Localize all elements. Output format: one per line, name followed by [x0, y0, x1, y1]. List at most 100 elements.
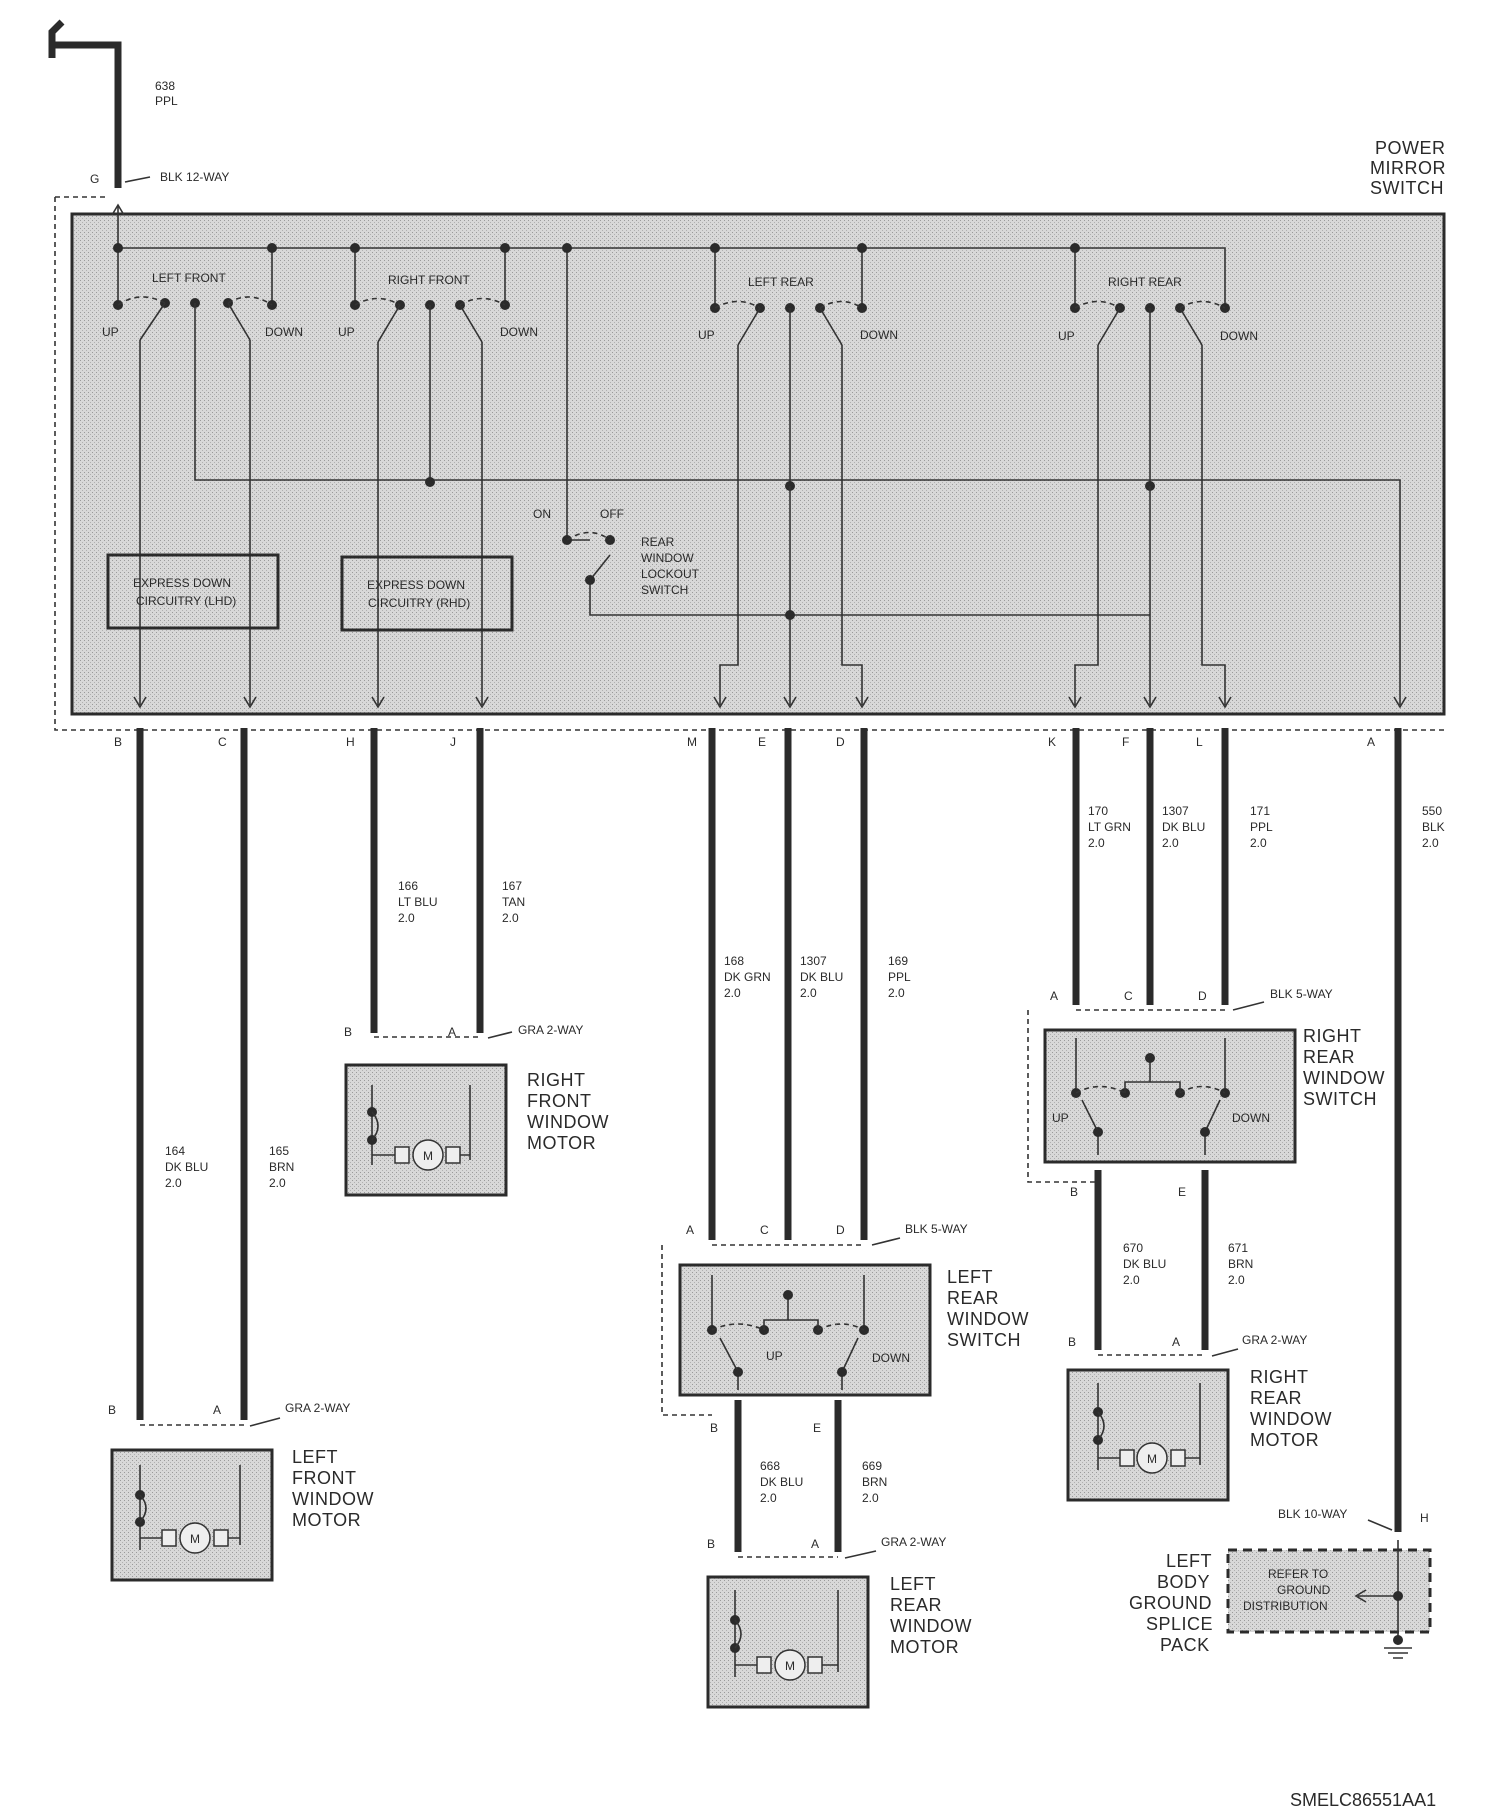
- lr-window-switch: UP DOWN: [678, 1263, 932, 1397]
- lr-switch-down: DOWN: [872, 1351, 910, 1365]
- section-left-rear: LEFT REAR: [748, 275, 814, 289]
- svg-text:H: H: [1420, 1511, 1429, 1525]
- svg-text:BRN: BRN: [269, 1160, 294, 1174]
- rr-blk-5-way: BLK 5-WAY: [1270, 987, 1333, 1001]
- ground-ref-line3: DISTRIBUTION: [1243, 1599, 1328, 1613]
- svg-text:2.0: 2.0: [1123, 1273, 1140, 1287]
- svg-text:E: E: [1178, 1185, 1186, 1199]
- svg-text:2.0: 2.0: [888, 986, 905, 1000]
- harness-wires: [136, 728, 1402, 1552]
- lockout-on: ON: [533, 507, 551, 521]
- svg-text:REAR: REAR: [641, 535, 675, 549]
- svg-text:C: C: [760, 1223, 769, 1237]
- rr-window-switch-label: RIGHT REAR WINDOW SWITCH: [1303, 1026, 1384, 1109]
- svg-text:LEFT: LEFT: [292, 1447, 338, 1467]
- svg-text:2.0: 2.0: [1228, 1273, 1245, 1287]
- svg-text:2.0: 2.0: [1088, 836, 1105, 850]
- svg-text:B: B: [710, 1421, 718, 1435]
- rr-switch-up: UP: [1052, 1111, 1069, 1125]
- lf-up-label: UP: [102, 325, 119, 339]
- svg-text:SWITCH: SWITCH: [1370, 178, 1444, 198]
- svg-text:550: 550: [1422, 804, 1442, 818]
- svg-text:POWER: POWER: [1375, 138, 1446, 158]
- lr-window-motor-label: LEFT REAR WINDOW MOTOR: [890, 1574, 972, 1657]
- svg-text:A: A: [811, 1537, 819, 1551]
- rf-gra-2-way: GRA 2-WAY: [518, 1023, 583, 1037]
- svg-text:2.0: 2.0: [165, 1176, 182, 1190]
- svg-text:BRN: BRN: [862, 1475, 887, 1489]
- lr-window-switch-label: LEFT REAR WINDOW SWITCH: [947, 1267, 1028, 1350]
- svg-text:2.0: 2.0: [862, 1491, 879, 1505]
- svg-text:2.0: 2.0: [1162, 836, 1179, 850]
- svg-text:FRONT: FRONT: [527, 1091, 592, 1111]
- rr-up-label: UP: [1058, 329, 1075, 343]
- mirror-switch-pins: B C H J M E D K F L A: [114, 735, 1375, 749]
- svg-text:DK BLU: DK BLU: [800, 970, 843, 984]
- svg-text:MIRROR: MIRROR: [1370, 158, 1446, 178]
- svg-text:2.0: 2.0: [269, 1176, 286, 1190]
- svg-text:SPLICE: SPLICE: [1146, 1614, 1213, 1634]
- svg-text:2.0: 2.0: [800, 986, 817, 1000]
- svg-text:E: E: [758, 735, 766, 749]
- mirror-switch-internal-wiring: [111, 203, 1407, 709]
- rf-window-motor-label: RIGHT FRONT WINDOW MOTOR: [527, 1070, 608, 1153]
- svg-text:BRN: BRN: [1228, 1257, 1253, 1271]
- svg-text:2.0: 2.0: [398, 911, 415, 925]
- svg-text:B: B: [344, 1025, 352, 1039]
- document-id: SMELC86551AA1: [1290, 1790, 1436, 1810]
- svg-text:2.0: 2.0: [1422, 836, 1439, 850]
- lf-window-motor: M: [110, 1448, 274, 1582]
- lr-blk-5-way: BLK 5-WAY: [905, 1222, 968, 1236]
- svg-text:GROUND: GROUND: [1129, 1593, 1212, 1613]
- svg-text:B: B: [1068, 1335, 1076, 1349]
- svg-text:RIGHT: RIGHT: [527, 1070, 586, 1090]
- svg-text:FRONT: FRONT: [292, 1468, 357, 1488]
- blk-10-way-connector: BLK 10-WAY H: [1278, 1507, 1429, 1531]
- svg-text:MOTOR: MOTOR: [527, 1133, 596, 1153]
- rr-window-motor: M: [1066, 1368, 1230, 1502]
- wire-638-circuit: 638: [155, 79, 175, 93]
- svg-text:SWITCH: SWITCH: [641, 583, 688, 597]
- lockout-off: OFF: [600, 507, 624, 521]
- svg-text:171: 171: [1250, 804, 1270, 818]
- svg-text:BLK: BLK: [1422, 820, 1445, 834]
- rf-up-label: UP: [338, 325, 355, 339]
- svg-text:B: B: [707, 1537, 715, 1551]
- lf-window-motor-label: LEFT FRONT WINDOW MOTOR: [292, 1447, 373, 1530]
- lr-switch-up: UP: [766, 1349, 783, 1363]
- power-mirror-switch-title: POWER MIRROR SWITCH: [1370, 138, 1446, 198]
- svg-text:RIGHT: RIGHT: [1303, 1026, 1362, 1046]
- lf-gra-2-way: GRA 2-WAY: [285, 1401, 350, 1415]
- splice-pack-label: LEFT BODY GROUND SPLICE PACK: [1129, 1551, 1213, 1655]
- svg-text:M: M: [785, 1659, 795, 1673]
- svg-text:1307: 1307: [800, 954, 827, 968]
- motor-symbol-lr: [774, 1649, 806, 1681]
- ground-splice-pack: REFER TO GROUND DISTRIBUTION: [1226, 1540, 1432, 1659]
- lf-motor-connector: B A GRA 2-WAY: [108, 1401, 350, 1427]
- rr-motor-connector: B A GRA 2-WAY: [1068, 1333, 1307, 1357]
- svg-text:A: A: [213, 1403, 221, 1417]
- svg-text:WINDOW: WINDOW: [890, 1616, 972, 1636]
- svg-text:A: A: [1172, 1335, 1180, 1349]
- lr-gra-2-way: GRA 2-WAY: [881, 1535, 946, 1549]
- svg-text:MOTOR: MOTOR: [890, 1637, 959, 1657]
- svg-text:DK BLU: DK BLU: [760, 1475, 803, 1489]
- svg-text:TAN: TAN: [502, 895, 525, 909]
- wire-1307a-label: 1307 DK BLU 2.0: [800, 954, 843, 1000]
- rf-down-label: DOWN: [500, 325, 538, 339]
- blk-12-way-label: BLK 12-WAY: [160, 170, 229, 184]
- svg-text:A: A: [448, 1025, 456, 1039]
- svg-text:LT GRN: LT GRN: [1088, 820, 1131, 834]
- svg-text:REAR: REAR: [1303, 1047, 1355, 1067]
- svg-text:M: M: [190, 1532, 200, 1546]
- pin-g-label: G: [90, 172, 99, 186]
- svg-text:MOTOR: MOTOR: [1250, 1430, 1319, 1450]
- svg-text:D: D: [1198, 989, 1207, 1003]
- express-lhd-line2: CIRCUITRY (LHD): [136, 594, 236, 608]
- wire-638: 638 PPL: [48, 19, 178, 188]
